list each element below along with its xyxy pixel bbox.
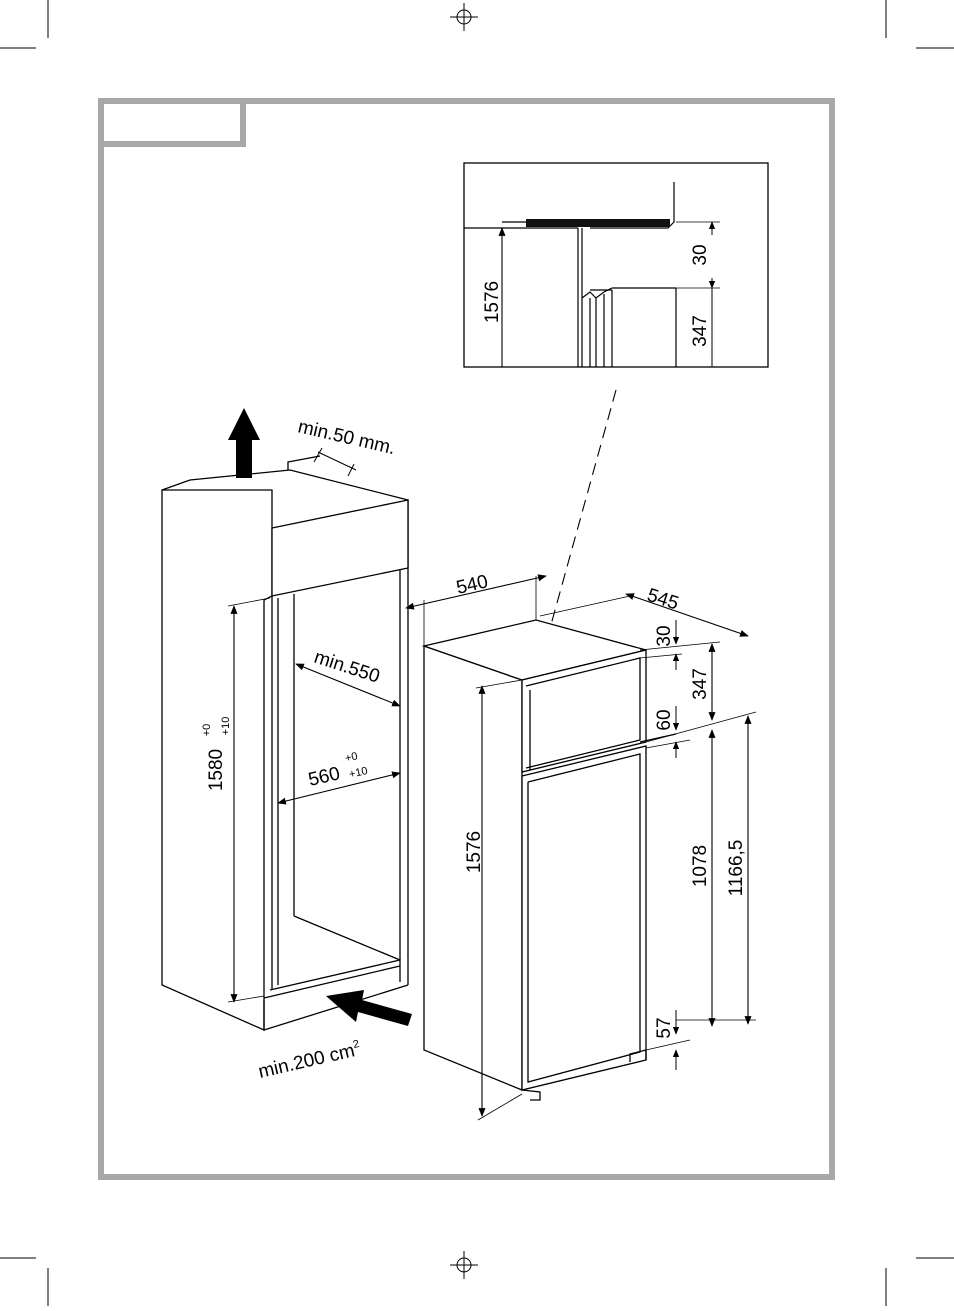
appliance-dim-1078-label: 1078 bbox=[690, 845, 711, 887]
ventilation-bottom-label: min.200 cm2 bbox=[256, 1038, 363, 1083]
appliance-dim-60-label: 60 bbox=[654, 709, 675, 730]
detail-inset: 1576 30 347 bbox=[464, 163, 768, 367]
niche-height-tol-lower: +10 bbox=[220, 717, 232, 736]
registration-mark-top bbox=[450, 3, 478, 31]
appliance-dim-30-label: 30 bbox=[654, 625, 675, 646]
niche-height-tol-upper: +0 bbox=[201, 724, 213, 737]
appliance-width-label: 540 bbox=[454, 571, 490, 599]
detail-dim-347-label: 347 bbox=[690, 315, 711, 347]
niche-width-tol-lower: +10 bbox=[348, 765, 369, 781]
detail-dim-30-label: 30 bbox=[690, 244, 711, 265]
appliance-body bbox=[424, 620, 676, 1100]
niche-cabinet bbox=[162, 456, 408, 1030]
niche-depth-label: min.550 bbox=[311, 647, 382, 688]
appliance-height-label: 1576 bbox=[464, 831, 485, 873]
appliance-depth-label: 545 bbox=[644, 585, 681, 615]
page-label-tab bbox=[101, 101, 243, 144]
appliance-dim-347-label: 347 bbox=[690, 668, 711, 700]
niche-width-label: 560 bbox=[306, 763, 342, 791]
niche-height-label: 1580 bbox=[206, 749, 227, 791]
ventilation-top-label: min.50 mm. bbox=[296, 416, 397, 459]
inlet-arrow-icon bbox=[326, 990, 412, 1026]
niche-width-tol-upper: +0 bbox=[344, 750, 359, 765]
registration-mark-bottom bbox=[450, 1251, 478, 1279]
up-arrow-icon bbox=[228, 408, 260, 478]
appliance-dim-1166-label: 1166,5 bbox=[726, 840, 747, 897]
appliance-dim-57-label: 57 bbox=[654, 1017, 675, 1038]
detail-height-label: 1576 bbox=[482, 281, 503, 323]
